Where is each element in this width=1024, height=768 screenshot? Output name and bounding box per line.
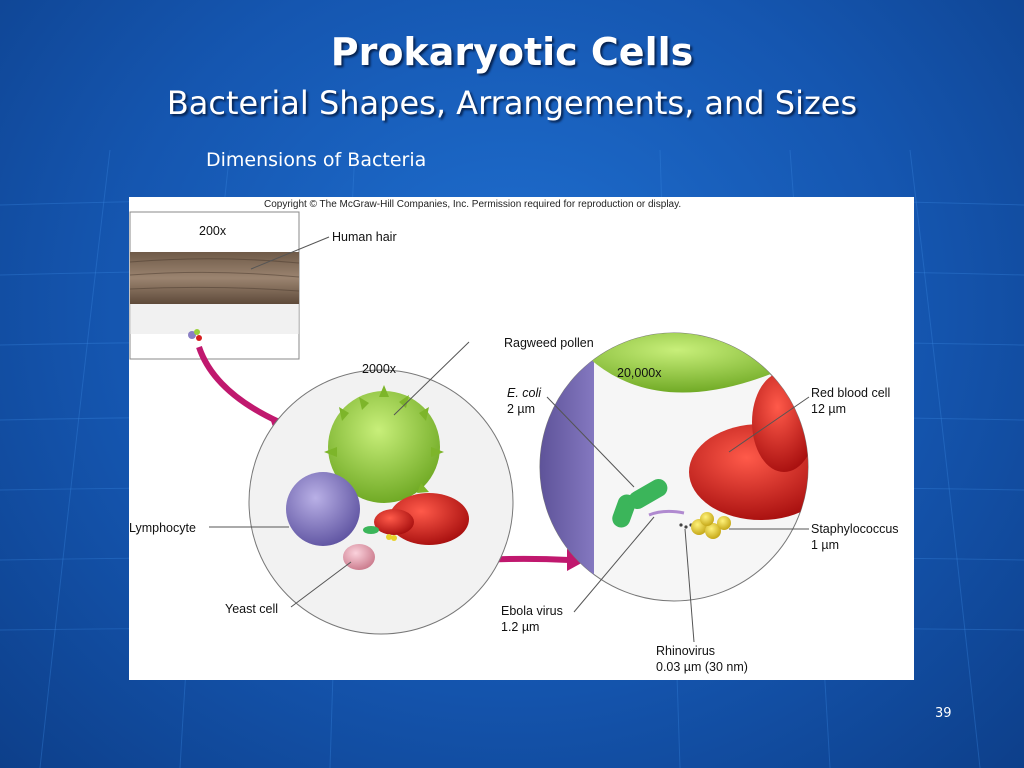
label-lymphocyte: Lymphocyte bbox=[129, 521, 196, 535]
lymphocyte-illustration bbox=[286, 472, 360, 546]
label-staphylococcus: Staphylococcus bbox=[811, 522, 899, 536]
yeast-cell-illustration bbox=[343, 544, 375, 570]
label-ragweed-pollen: Ragweed pollen bbox=[504, 336, 594, 350]
slide-title: Prokaryotic Cells bbox=[330, 30, 694, 74]
label-ebola-virus-size: 1.2 µm bbox=[501, 620, 539, 634]
copyright-notice: Copyright © The McGraw-Hill Companies, I… bbox=[264, 199, 681, 210]
magnification-20000x: 20,000x bbox=[617, 366, 662, 380]
label-red-blood-cell: Red blood cell bbox=[811, 386, 890, 400]
label-staphylococcus-size: 1 µm bbox=[811, 538, 839, 552]
label-yeast-cell: Yeast cell bbox=[225, 602, 278, 616]
red-blood-cell-small-illustration bbox=[389, 493, 469, 545]
magnification-200x: 200x bbox=[199, 224, 227, 238]
figure-illustration: Copyright © The McGraw-Hill Companies, I… bbox=[129, 199, 899, 674]
figure-heading: Dimensions of Bacteria bbox=[206, 149, 427, 171]
ragweed-pollen-illustration bbox=[324, 385, 444, 503]
label-rhinovirus: Rhinovirus bbox=[656, 644, 715, 658]
staphylococcus-illustration bbox=[691, 512, 731, 539]
ebola-virus-illustration bbox=[648, 509, 685, 517]
slide-number: 39 bbox=[935, 706, 952, 721]
zoom-arrow-1 bbox=[196, 345, 281, 425]
label-ecoli: E. coli bbox=[507, 386, 542, 400]
label-rhinovirus-size: 0.03 µm (30 nm) bbox=[656, 660, 748, 674]
label-human-hair: Human hair bbox=[332, 230, 397, 244]
slide-subtitle: Bacterial Shapes, Arrangements, and Size… bbox=[166, 84, 858, 122]
magnification-2000x: 2000x bbox=[362, 362, 397, 376]
bacteria-dimensions-figure: Copyright © The McGraw-Hill Companies, I… bbox=[129, 197, 914, 680]
label-ebola-virus: Ebola virus bbox=[501, 604, 563, 618]
label-red-blood-cell-size: 12 µm bbox=[811, 402, 846, 416]
label-ecoli-size: 2 µm bbox=[507, 402, 535, 416]
rhinovirus-illustration bbox=[679, 523, 683, 527]
